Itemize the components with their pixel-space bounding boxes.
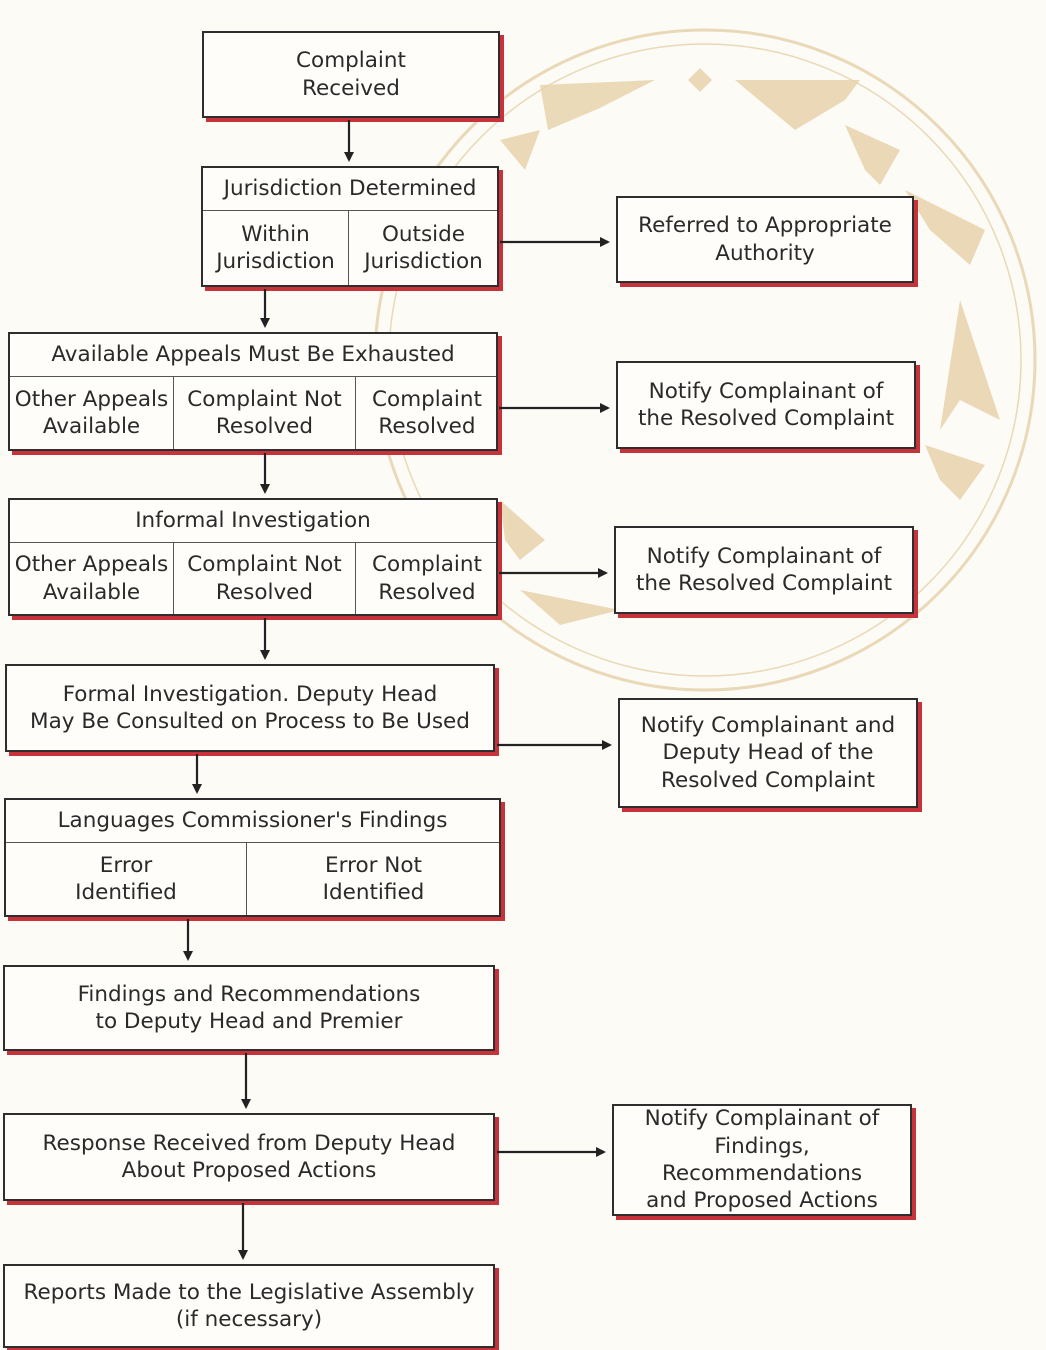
error-identified-cell: Error Identified (75, 852, 177, 905)
appeals-not-resolved-cell: Complaint Not Resolved (173, 377, 355, 449)
appeals-resolved-cell: Complaint Resolved (355, 377, 498, 449)
notify-resolved-box-1: Notify Complainant of the Resolved Compl… (616, 361, 916, 449)
recommendations-label: Findings and Recommendations to Deputy H… (77, 981, 421, 1034)
emblem-arrowheads (500, 68, 1000, 625)
outside-jurisdiction-cell: Outside Jurisdiction (348, 211, 498, 285)
informal-investigation-header: Informal Investigation (10, 500, 496, 543)
referred-label: Referred to Appropriate Authority (638, 213, 892, 266)
appeals-box: Available Appeals Must Be Exhausted Othe… (8, 332, 498, 451)
response-label: Response Received from Deputy Head About… (42, 1130, 456, 1183)
notify-findings-label: Notify Complainant of Findings, Recommen… (644, 1106, 880, 1214)
notify-resolved-label-1: Notify Complainant of the Resolved Compl… (637, 378, 895, 431)
error-not-identified-cell: Error Not Identified (246, 843, 500, 915)
findings-box: Languages Commissioner's Findings Error … (4, 798, 501, 917)
within-jurisdiction-cell: Within Jurisdiction (216, 221, 335, 274)
notify-resolved-box-2: Notify Complainant of the Resolved Compl… (614, 526, 914, 614)
notify-deputy-box: Notify Complainant and Deputy Head of th… (618, 698, 918, 808)
reports-label: Reports Made to the Legislative Assembly… (23, 1279, 475, 1332)
findings-header: Languages Commissioner's Findings (6, 800, 499, 843)
appeals-other-appeals-cell: Other Appeals Available (14, 386, 169, 439)
informal-not-resolved-cell: Complaint Not Resolved (173, 543, 355, 614)
referred-box: Referred to Appropriate Authority (616, 196, 914, 283)
complaint-received-label: Complaint Received (296, 48, 406, 101)
formal-investigation-box: Formal Investigation. Deputy Head May Be… (5, 664, 495, 752)
informal-resolved-cell: Complaint Resolved (355, 543, 498, 614)
recommendations-box: Findings and Recommendations to Deputy H… (3, 965, 495, 1051)
reports-box: Reports Made to the Legislative Assembly… (3, 1264, 495, 1348)
jurisdiction-header: Jurisdiction Determined (203, 168, 497, 211)
informal-other-appeals-cell: Other Appeals Available (14, 552, 169, 605)
formal-investigation-label: Formal Investigation. Deputy Head May Be… (30, 681, 470, 734)
response-box: Response Received from Deputy Head About… (3, 1113, 495, 1201)
notify-resolved-label-2: Notify Complainant of the Resolved Compl… (635, 543, 893, 596)
notify-deputy-label: Notify Complainant and Deputy Head of th… (640, 713, 896, 793)
jurisdiction-box: Jurisdiction Determined Within Jurisdict… (201, 166, 499, 287)
complaint-received-box: Complaint Received (202, 31, 500, 118)
notify-findings-box: Notify Complainant of Findings, Recommen… (612, 1104, 912, 1216)
informal-investigation-box: Informal Investigation Other Appeals Ava… (8, 498, 498, 616)
appeals-header: Available Appeals Must Be Exhausted (10, 334, 496, 377)
